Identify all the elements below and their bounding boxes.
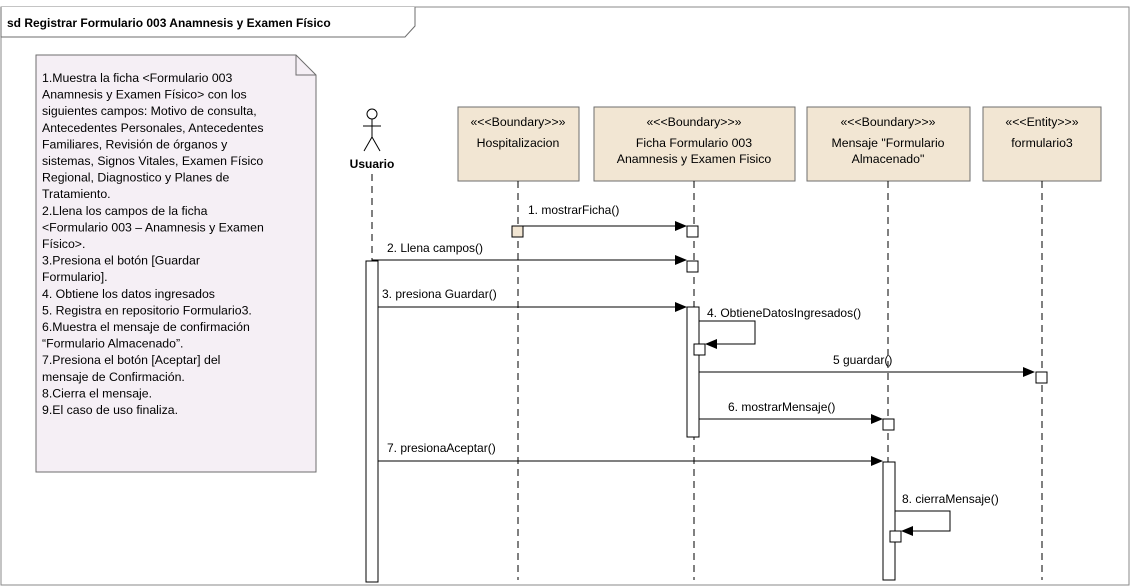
message-6-label: 6. mostrarMensaje() [728, 400, 835, 414]
message-4-label: 4. ObtieneDatosIngresados() [707, 306, 861, 320]
note-line: Familiares, Revisión de órganos y [42, 137, 228, 151]
note-line: “Formulario Almacenado”. [42, 337, 183, 351]
lifeline-name: Mensaje "Formulario [831, 136, 944, 150]
messages: 1. mostrarFicha() 2. Llena campos() 3. p… [372, 203, 1048, 543]
lifeline-stereotype: «<<Boundary>>» [840, 115, 935, 129]
note-line: 8.Cierra el mensaje. [42, 386, 152, 400]
message-3-label: 3. presiona Guardar() [382, 287, 497, 301]
lifeline-stereotype: «<<Boundary>>» [646, 115, 741, 129]
actor-name: Usuario [350, 157, 395, 171]
lifeline-name: Hospitalizacion [477, 136, 560, 150]
note-line: siguientes campos: Motivo de consulta, [42, 104, 257, 118]
note-line: <Formulario 003 – Anamnesis y Examen [42, 220, 264, 234]
message-7-label: 7. presionaAceptar() [387, 441, 496, 455]
lifeline-head-box [982, 106, 1102, 182]
message-2-label: 2. Llena campos() [387, 241, 483, 255]
message-5-target-box [1035, 371, 1048, 384]
lifeline-name: Anamnesis y Examen Fisico [617, 152, 772, 166]
diagram-frame [0, 6, 1130, 586]
lifeline-head-box [457, 106, 580, 182]
lifeline-mensaje: «<<Boundary>>» Mensaje "FormularioAlmacen… [806, 106, 971, 182]
activation-usuario [365, 260, 379, 583]
message-1-target-box [686, 225, 699, 238]
lifeline-head-box [806, 106, 971, 182]
note-body [35, 54, 317, 473]
note-line: 6.Muestra el mensaje de confirmación [42, 320, 250, 334]
note-line: 1.Muestra la ficha <Formulario 003 [42, 71, 233, 85]
lifeline-stereotype: «<<Boundary>>» [470, 115, 565, 129]
note-line: mensaje de Confirmación. [42, 370, 185, 384]
message-6-target-box [882, 418, 895, 431]
note-line: Tratamiento. [42, 187, 111, 201]
note: 1.Muestra la ficha <Formulario 003Anamne… [35, 54, 317, 473]
message-4-arrow [699, 320, 756, 349]
activation-mensaje [882, 461, 896, 581]
frame-title: sd Registrar Formulario 003 Anamnesis y … [7, 16, 331, 30]
message-1-label: 1. mostrarFicha() [528, 203, 619, 217]
message-1-source-box [511, 225, 524, 238]
stick-figure-icon [363, 108, 381, 152]
message-8-target-box [889, 530, 902, 543]
activation-ficha [686, 306, 700, 438]
note-line: Antecedentes Personales, Antecedentes [42, 121, 264, 135]
message-2-target-box [686, 260, 699, 273]
lifeline-formulario3: «<<Entity>>» formulario3 [982, 106, 1102, 182]
lifeline-head-box [593, 106, 796, 182]
lifeline-ficha: «<<Boundary>>» Ficha Formulario 003Anamne… [593, 106, 796, 182]
note-line: sistemas, Signos Vitales, Examen Físico [42, 154, 263, 168]
message-8-arrow [895, 510, 951, 536]
message-4-target-box [693, 343, 706, 356]
lifeline-name: Almacenado" [852, 152, 925, 166]
note-line: 4. Obtiene los datos ingresados [42, 287, 215, 301]
note-line: Físico>. [42, 237, 85, 251]
message-5-label: 5 guardar() [833, 353, 892, 367]
lifeline-hospitalizacion: «<<Boundary>>» Hospitalizacion [457, 106, 580, 182]
note-line: Anamnesis y Examen Físico> con los [42, 88, 247, 102]
note-line: Formulario]. [42, 270, 108, 284]
lifeline-stereotype: «<<Entity>>» [1005, 115, 1078, 129]
note-line: 3.Presiona el botón [Guardar [42, 254, 200, 268]
note-line: 5. Registra en repositorio Formulario3. [42, 303, 252, 317]
message-8-label: 8. cierraMensaje() [902, 492, 999, 506]
note-line: Regional, Diagnostico y Planes de [42, 171, 229, 185]
note-line: 2.Llena los campos de la ficha [42, 204, 208, 218]
frame-title-tab [0, 7, 416, 38]
lifeline-name: Ficha Formulario 003 [636, 136, 752, 150]
note-line: 7.Presiona el botón [Aceptar] del [42, 353, 220, 367]
lifeline-name: formulario3 [1011, 136, 1073, 150]
note-fold [295, 55, 316, 76]
note-line: 9.El caso de uso finaliza. [42, 403, 178, 417]
